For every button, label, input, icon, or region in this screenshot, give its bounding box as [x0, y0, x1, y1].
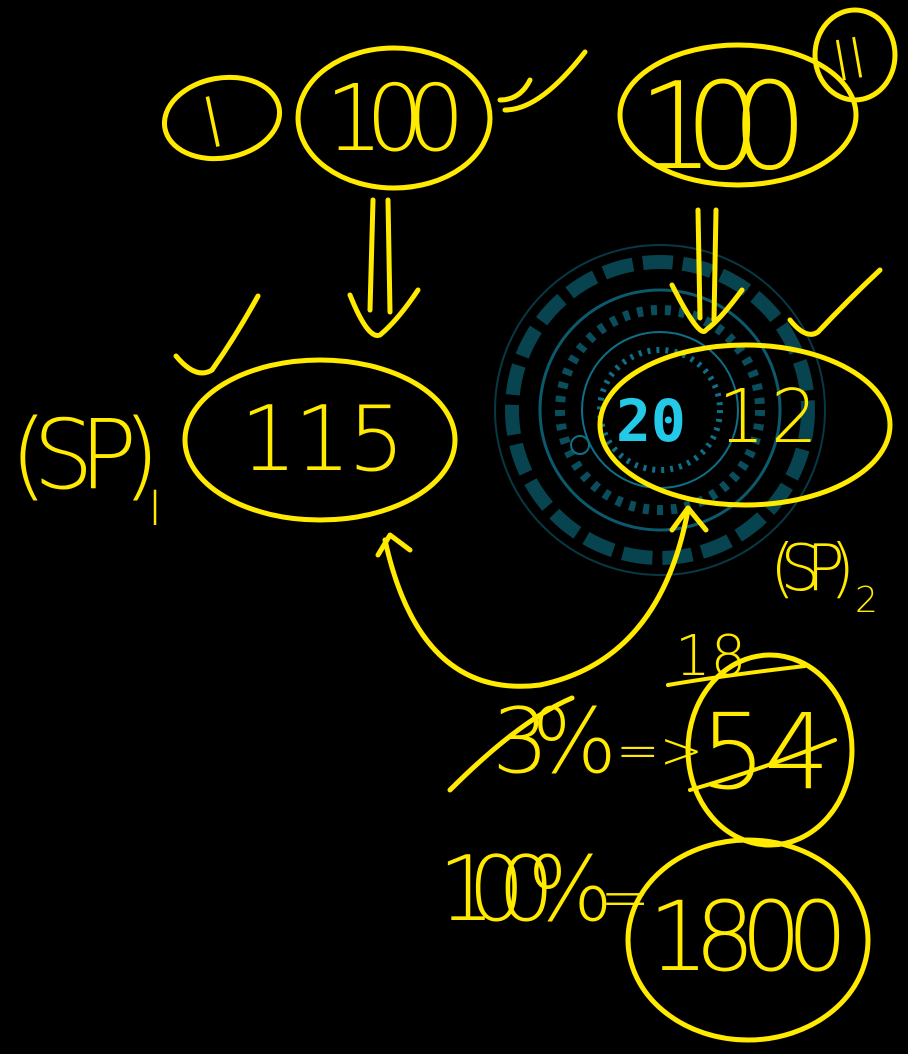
comparison-arrowhead-left	[375, 532, 413, 558]
check-mark-one	[497, 49, 588, 113]
hundred-percent-row: 100% = 1800	[438, 837, 871, 1043]
cp-one-circle	[295, 45, 493, 191]
three-percent-strike	[447, 695, 575, 793]
roman-two-circle	[812, 7, 898, 103]
value-54: 54	[700, 691, 830, 813]
value-54-circle	[685, 652, 855, 848]
arrow-down-two	[669, 207, 745, 334]
sp-one-circle	[182, 357, 458, 523]
badge-digits: 20	[616, 387, 686, 455]
sp-two-label: (SP)	[770, 532, 855, 606]
roman-one-circle	[161, 74, 283, 162]
sp-one-subscript: I	[148, 481, 162, 537]
sp-one-value: 115	[240, 387, 405, 492]
selling-price-two-group: 12 (SP) 2	[597, 342, 893, 621]
comparison-arrowhead-right	[669, 505, 709, 533]
value-54-strike	[688, 738, 837, 792]
sp-one-label: (SP)	[10, 399, 160, 511]
selling-price-one-group: (SP) I 115	[10, 357, 458, 537]
equals-sign: =	[600, 863, 650, 933]
sp-two-subscript: 2	[855, 580, 878, 621]
cost-price-two-group: 100 II	[617, 7, 898, 197]
cp-two-value: 100	[638, 58, 808, 197]
cp-one-value: 100	[325, 65, 465, 172]
value-1800-circle	[625, 837, 871, 1043]
comparison-curve	[382, 507, 691, 689]
year-badge-graphic: 20	[494, 244, 826, 576]
check-mark-three	[787, 267, 883, 337]
carry-strike-line	[666, 664, 807, 687]
hundred-percent: 100%	[438, 837, 613, 942]
cp-two-circle	[617, 42, 859, 188]
check-mark-two	[173, 293, 261, 376]
sp-two-circle	[597, 342, 893, 508]
arrow-down-one	[347, 197, 421, 338]
three-percent-row: 3% => 54	[447, 652, 855, 848]
value-1800: 1800	[648, 881, 848, 993]
